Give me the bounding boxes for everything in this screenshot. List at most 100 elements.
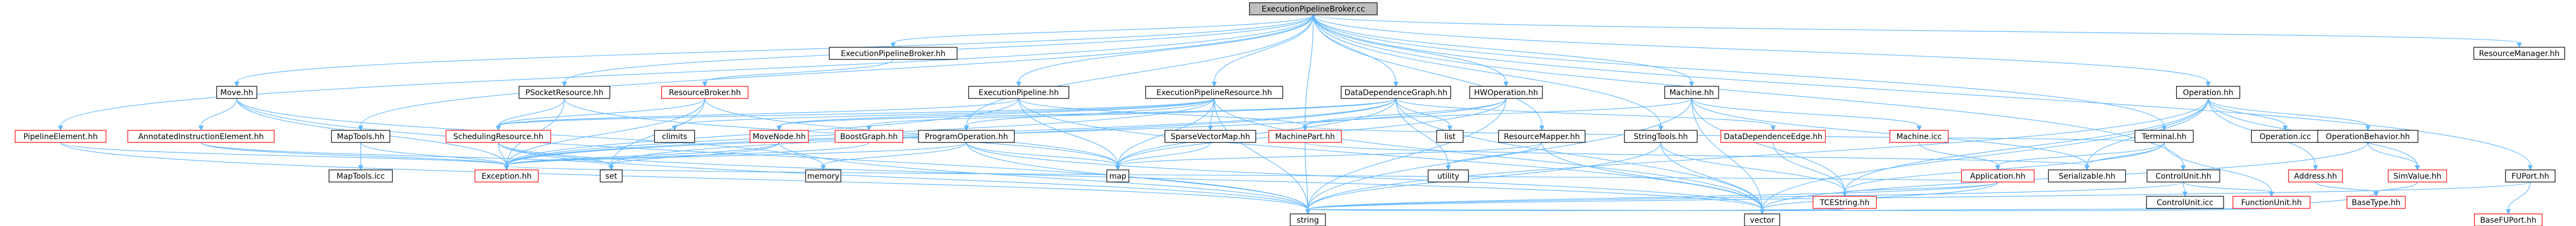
node-box: [600, 169, 623, 183]
edge-executionpipelineresource-hh-to-schedulingresource-hh: [496, 98, 1215, 131]
node-box: [2317, 130, 2419, 143]
edge-functionunit-hh-to-string: [1305, 208, 2272, 215]
edge-terminal-hh-to-serializable-hh: [2084, 142, 2165, 171]
node-label: Machine.hh: [1670, 89, 1714, 97]
edge-psocketresource-hh-to-schedulingresource-hh: [496, 98, 565, 131]
node-functionunit-hh[interactable]: FunctionUnit.hh: [2232, 196, 2311, 209]
node-resourcebroker-hh[interactable]: ResourceBroker.hh: [661, 86, 749, 99]
edge-simvalue-hh-to-basetype-hh: [2373, 181, 2418, 197]
node-resourcemapper-hh[interactable]: ResourceMapper.hh: [1498, 130, 1586, 143]
edge-executionpipelinebroker-cc-to-machine-hh: [1313, 14, 1694, 87]
edge-executionpipelinebroker-cc-to-executionpipeline-hh: [1016, 14, 1314, 87]
node-schedulingresource-hh[interactable]: SchedulingResource.hh: [445, 130, 551, 143]
node-datadependenceedge-hh[interactable]: DataDependenceEdge.hh: [1720, 130, 1826, 143]
node-label: PipelineElement.hh: [24, 133, 98, 141]
node-label: Operation.hh: [2183, 89, 2233, 97]
node-boostgraph-hh[interactable]: BoostGraph.hh: [834, 130, 904, 143]
node-box: [1290, 213, 1326, 226]
node-machinepart-hh[interactable]: MachinePart.hh: [1268, 130, 1342, 143]
edge-executionpipelineresource-hh-to-string: [1214, 98, 1311, 215]
edge-operation-hh-to-operationbehavior-hh: [2208, 98, 2371, 131]
edge-application-hh-to-exception-hh: [504, 165, 1998, 183]
node-move-hh[interactable]: Move.hh: [216, 86, 258, 99]
node-pipelineelement-hh[interactable]: PipelineElement.hh: [14, 130, 107, 143]
node-programoperation-hh[interactable]: ProgramOperation.hh: [918, 130, 1015, 143]
node-box: [1145, 86, 1284, 99]
node-box: [918, 130, 1015, 143]
node-resourcemanager-hh[interactable]: ResourceManager.hh: [2473, 47, 2566, 60]
node-executionpipelineresource-hh[interactable]: ExecutionPipelineResource.hh: [1145, 86, 1284, 99]
node-label: ExecutionPipelineBroker.cc: [1262, 5, 1365, 14]
node-machine-icc[interactable]: Machine.icc: [1889, 130, 1949, 143]
node-box: [2176, 86, 2241, 99]
node-annotatedinstructionelement-hh[interactable]: AnnotatedInstructionElement.hh: [127, 130, 275, 143]
node-label: ControlUnit.icc: [2157, 199, 2214, 207]
node-box: [1961, 169, 2035, 183]
node-box: [829, 47, 958, 60]
node-set[interactable]: set: [600, 169, 623, 183]
node-box: [661, 86, 749, 99]
node-label: DataDependenceEdge.hh: [1724, 133, 1822, 141]
node-sparsevectormap-hh[interactable]: SparseVectorMap.hh: [1164, 130, 1257, 143]
node-serializable-hh[interactable]: Serializable.hh: [2048, 169, 2126, 183]
edge-move-hh-to-string: [236, 98, 1311, 215]
node-box: [2146, 196, 2224, 209]
edge-functionunit-hh-to-vector: [1759, 208, 2272, 215]
node-list[interactable]: list: [1436, 130, 1464, 143]
node-box: [127, 130, 275, 143]
node-psocketresource-hh[interactable]: PSocketResource.hh: [518, 86, 611, 99]
node-stringtools-hh[interactable]: StringTools.hh: [1624, 130, 1698, 143]
node-simvalue-hh[interactable]: SimValue.hh: [2388, 169, 2447, 183]
node-label: map: [1109, 172, 1126, 181]
node-utility[interactable]: utility: [1427, 169, 1469, 183]
node-label: list: [1444, 133, 1456, 141]
node-label: utility: [1437, 172, 1459, 181]
node-label: BoostGraph.hh: [840, 133, 898, 141]
node-address-hh[interactable]: Address.hh: [2288, 169, 2343, 183]
node-exception-hh[interactable]: Exception.hh: [474, 169, 539, 183]
node-label: AnnotatedInstructionElement.hh: [138, 133, 264, 141]
node-label: SparseVectorMap.hh: [1171, 133, 1250, 141]
node-box: [2048, 169, 2126, 183]
node-vector[interactable]: vector: [1744, 213, 1780, 226]
node-box: [2505, 169, 2556, 183]
node-fuport-hh[interactable]: FUPort.hh: [2505, 169, 2556, 183]
edge-machine-hh-to-machine-icc: [1691, 98, 1922, 131]
node-application-hh[interactable]: Application.hh: [1961, 169, 2035, 183]
node-string[interactable]: string: [1290, 213, 1326, 226]
edge-executionpipeline-hh-to-schedulingresource-hh: [496, 98, 1019, 131]
node-executionpipeline-hh[interactable]: ExecutionPipeline.hh: [968, 86, 1069, 99]
node-controlunit-icc[interactable]: ControlUnit.icc: [2146, 196, 2224, 209]
node-hwoperation-hh[interactable]: HWOperation.hh: [1469, 86, 1543, 99]
node-label: string: [1297, 216, 1319, 225]
node-executionpipelinebroker-hh[interactable]: ExecutionPipelineBroker.hh: [829, 47, 958, 60]
edge-executionpipelinebroker-cc-to-executionpipelinebroker-hh: [890, 14, 1314, 48]
node-label: MapTools.hh: [337, 133, 384, 141]
node-basefuport-hh[interactable]: BaseFUPort.hh: [2474, 213, 2543, 226]
node-box: [1889, 130, 1949, 143]
node-climits[interactable]: climits: [654, 130, 695, 143]
node-maptools-icc[interactable]: MapTools.icc: [328, 169, 393, 183]
node-box: [2346, 196, 2406, 209]
node-maptools-hh[interactable]: MapTools.hh: [331, 130, 390, 143]
node-box: [968, 86, 1069, 99]
node-datadependencegraph-hh[interactable]: DataDependenceGraph.hh: [1340, 86, 1452, 99]
node-basetype-hh[interactable]: BaseType.hh: [2346, 196, 2406, 209]
node-tcestring-hh[interactable]: TCEString.hh: [1812, 196, 1877, 209]
node-terminal-hh[interactable]: Terminal.hh: [2134, 130, 2194, 143]
node-label: Exception.hh: [481, 172, 531, 181]
edge-programoperation-hh-to-memory: [820, 142, 967, 171]
node-operationbehavior-hh[interactable]: OperationBehavior.hh: [2317, 130, 2419, 143]
node-machine-hh[interactable]: Machine.hh: [1664, 86, 1719, 99]
node-memory[interactable]: memory: [805, 169, 841, 183]
edge-machinepart-hh-to-serializable-hh: [1305, 142, 2090, 171]
node-controlunit-hh[interactable]: ControlUnit.hh: [2146, 169, 2220, 183]
node-operation-icc[interactable]: Operation.icc: [2251, 130, 2320, 143]
node-operation-hh[interactable]: Operation.hh: [2176, 86, 2241, 99]
edge-datadependencegraph-hh-to-movenode-hh: [776, 98, 1396, 131]
node-label: Address.hh: [2294, 172, 2337, 181]
node-map[interactable]: map: [1106, 169, 1129, 183]
node-label: DataDependenceGraph.hh: [1344, 89, 1447, 97]
node-movenode-hh[interactable]: MoveNode.hh: [749, 130, 809, 143]
